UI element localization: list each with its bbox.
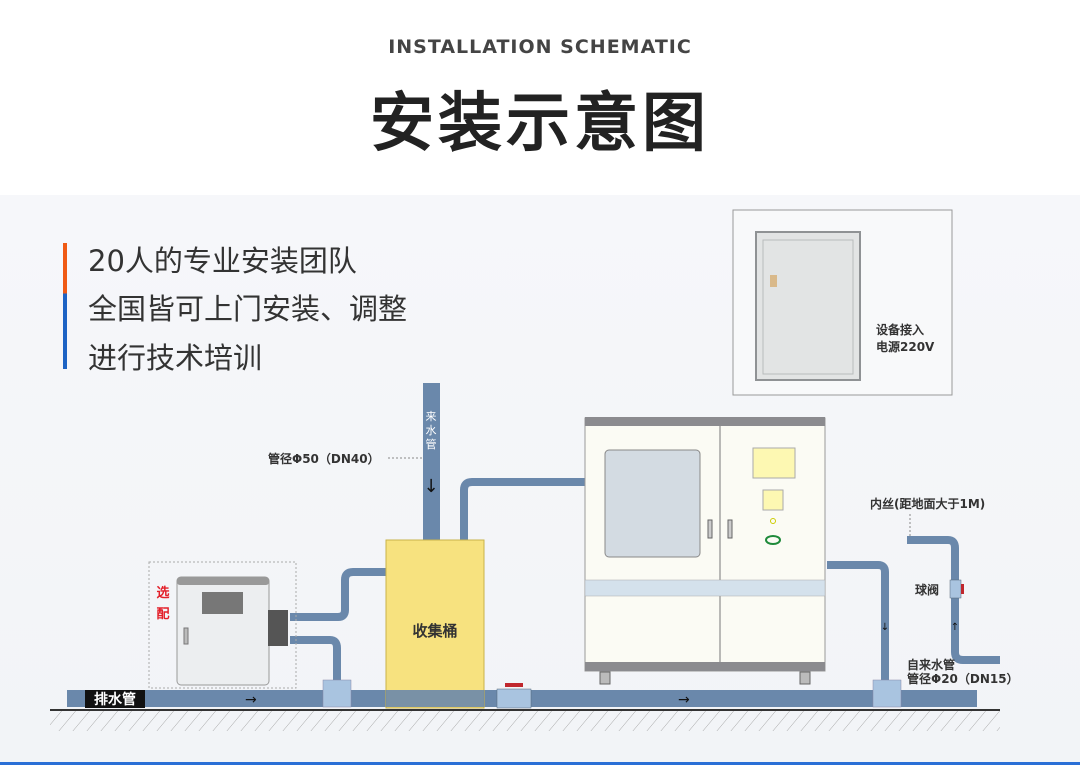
ball-valve-icon (949, 579, 964, 599)
drain-valve-icon (496, 683, 532, 709)
tap-water-label: 自来水管 (907, 657, 955, 672)
inlet-pipe-label: 来 (426, 410, 437, 423)
pipes (290, 478, 1000, 684)
power-label: 电源220V (876, 339, 935, 354)
brand-logo-icon (765, 535, 781, 545)
inlet-pipe-label: 水 (426, 424, 437, 437)
optional-label: 选 (156, 585, 169, 601)
funnel (872, 679, 902, 708)
arrow-right-icon: → (678, 692, 690, 708)
power-box: 设备接入 电源220V (732, 209, 953, 396)
page-title: 安装示意图 (370, 87, 710, 161)
bucket-label: 收集桶 (412, 622, 457, 640)
main-machine (584, 417, 826, 685)
optional-label: 配 (156, 607, 169, 622)
drain-pipe-label: 排水管 (94, 691, 136, 708)
power-label: 设备接入 (876, 322, 924, 337)
optional-frame (148, 561, 297, 689)
arrow-right-icon: → (245, 692, 257, 708)
arrow-down-icon: ↓ (881, 622, 889, 633)
inner-thread-label: 内丝(距地面大于1M) (870, 496, 985, 511)
collection-bucket (385, 539, 485, 709)
tap-water-size-label: 管径Φ20（DN15） (907, 671, 1019, 686)
ground-hatch (50, 711, 1000, 731)
pipe-size-label: 管径Φ50（DN40） (268, 451, 380, 466)
accent-bar (63, 243, 67, 369)
arrow-down-icon: ↓ (423, 476, 438, 497)
bottom-divider (0, 762, 1080, 765)
feature-line: 全国皆可上门安装、调整 (88, 292, 408, 326)
section-subtitle: INSTALLATION SCHEMATIC (388, 36, 692, 58)
inlet-pipe-label: 管 (426, 437, 437, 451)
arrow-up-icon: ↑ (951, 622, 959, 633)
feature-line: 进行技术培训 (88, 341, 263, 375)
ball-valve-label: 球阀 (915, 582, 939, 597)
feature-line: 20人的专业安装团队 (88, 244, 357, 278)
lock-icon (770, 275, 777, 287)
funnel (322, 679, 352, 708)
inlet-pipe (423, 383, 440, 540)
optional-unit (176, 576, 288, 686)
